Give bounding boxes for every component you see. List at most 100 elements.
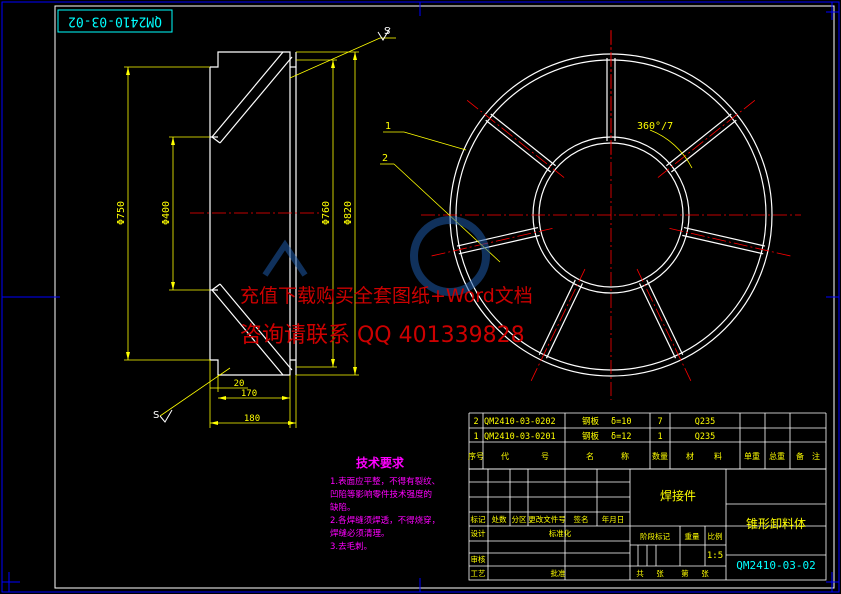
title-block [468, 468, 827, 581]
dim-d400: Φ400 [161, 201, 172, 225]
angle-arc [649, 129, 693, 169]
svg-text:材: 材 [686, 451, 694, 461]
dim-d760: Φ760 [321, 201, 332, 225]
svg-text:号: 号 [541, 452, 549, 461]
spoke-edge [458, 234, 540, 255]
note-line: 凹陷等影响零件技术强度的 [330, 489, 432, 500]
bom-mat: Q235 [695, 432, 715, 442]
bom-spec: δ=10 [611, 417, 631, 427]
bom-name: 钢板 [582, 416, 600, 427]
dim-d820: Φ820 [343, 201, 354, 225]
bom-code: QM2410-03-0201 [484, 432, 556, 442]
svg-text:张: 张 [656, 569, 664, 578]
svg-text:代: 代 [501, 451, 509, 461]
svg-text:总重: 总重 [769, 451, 785, 461]
note-line: 2.各焊缝须焊透，不得烧穿， [330, 515, 440, 526]
watermark [262, 216, 490, 296]
section-dimensions [124, 37, 396, 428]
section-arrows [126, 52, 357, 425]
roughness-symbol-top: S [377, 26, 391, 41]
note-line: 焊缝必须清理。 [330, 528, 390, 539]
spoke-centerline [669, 227, 792, 257]
svg-text:S: S [153, 410, 159, 421]
spoke-edge [670, 119, 737, 173]
dim-180: 180 [244, 414, 260, 424]
svg-text:重量: 重量 [685, 532, 700, 541]
svg-text:分区: 分区 [512, 515, 527, 524]
watermark-line-1: 充值下载购买全套图纸+Word文档 [240, 285, 533, 307]
code-box [57, 9, 173, 33]
dim-170: 170 [241, 389, 257, 399]
bom-no: 1 [473, 432, 478, 442]
svg-text:比例: 比例 [708, 531, 723, 541]
svg-text:批准: 批准 [551, 568, 566, 578]
spoke-centerline [636, 268, 692, 382]
note-line: 3.去毛刺。 [330, 541, 372, 552]
note-line: 缺陷。 [330, 502, 356, 513]
spoke-edge [538, 279, 576, 355]
dim-d750: Φ750 [116, 201, 127, 225]
svg-text:共: 共 [636, 569, 644, 578]
watermark-line-2: 咨询请联系 QQ 401339828 [240, 323, 525, 348]
svg-text:数量: 数量 [652, 451, 668, 461]
svg-text:年月日: 年月日 [602, 514, 625, 524]
svg-text:阶段标记: 阶段标记 [640, 531, 670, 541]
svg-text:第: 第 [681, 568, 689, 578]
bom-mat: Q235 [695, 417, 715, 427]
svg-text:料: 料 [714, 451, 722, 461]
svg-text:S: S [384, 26, 390, 37]
dim-20: 20 [234, 379, 245, 389]
balloon-1: 1 [385, 121, 391, 132]
bom-name: 钢板 [582, 431, 600, 442]
spoke-edge [646, 279, 684, 355]
spoke-edge [638, 283, 677, 359]
svg-text:更改文件号: 更改文件号 [528, 514, 566, 524]
bom-no: 2 [473, 417, 478, 427]
plan-view-wheel [421, 30, 801, 400]
rotated-drawing-code: QM2410-03-02 [68, 14, 162, 29]
bom-spec: δ=12 [611, 432, 631, 442]
bom-header: 序号 代 号 名 称 数量 材 料 单重 总重 备 注 [468, 451, 820, 461]
svg-text:单重: 单重 [744, 451, 760, 461]
roughness-symbol-bottom: S [153, 409, 173, 423]
title-block-labels: 标记 处数 分区 更改文件号 签名 年月日 设计 标准化 审核 工艺 批准 阶段… [471, 514, 723, 578]
spoke-centerline [430, 227, 553, 257]
note-line: 1.表面应平整，不得有裂纹、 [330, 476, 440, 487]
svg-text:标记: 标记 [471, 514, 486, 524]
svg-text:标准化: 标准化 [549, 528, 572, 538]
spoke-edge [490, 113, 557, 167]
spoke-centerline [466, 99, 565, 178]
part-type: 焊接件 [660, 488, 696, 503]
spoke-edge [545, 283, 584, 359]
svg-text:审核: 审核 [471, 554, 486, 564]
svg-text:工艺: 工艺 [471, 569, 486, 578]
bom-code: QM2410-03-0202 [484, 417, 556, 427]
spoke-edge [682, 234, 764, 255]
angle-label: 360°/7 [637, 121, 673, 132]
bom-rows: 2 QM2410-03-0202 钢板 δ=10 7 Q235 1 QM2410… [473, 416, 715, 442]
svg-text:张: 张 [701, 569, 709, 578]
svg-text:序号: 序号 [468, 451, 484, 461]
notes-title: 技术要求 [356, 455, 405, 470]
spoke-edge [683, 226, 766, 247]
spoke-edge [456, 226, 539, 247]
bom-qty: 1 [657, 432, 662, 442]
svg-text:注: 注 [812, 451, 820, 461]
svg-text:称: 称 [621, 451, 629, 461]
bom-qty: 7 [657, 417, 662, 427]
spoke-centerline [530, 268, 586, 382]
spoke-centerline [657, 99, 756, 178]
svg-text:处数: 处数 [492, 514, 507, 524]
svg-text:签名: 签名 [574, 514, 589, 524]
part-name: 锥形卸料体 [746, 516, 806, 531]
svg-text:备: 备 [796, 451, 804, 461]
balloon-2: 2 [382, 153, 388, 164]
svg-text:名: 名 [586, 451, 594, 461]
scale: 1:5 [707, 551, 723, 561]
spoke-edge [485, 119, 552, 173]
drawing-number: QM2410-03-02 [736, 559, 815, 572]
spoke-edge [665, 113, 732, 167]
notes-body: 1.表面应平整，不得有裂纹、 凹陷等影响零件技术强度的 缺陷。 2.各焊缝须焊透… [330, 476, 440, 552]
